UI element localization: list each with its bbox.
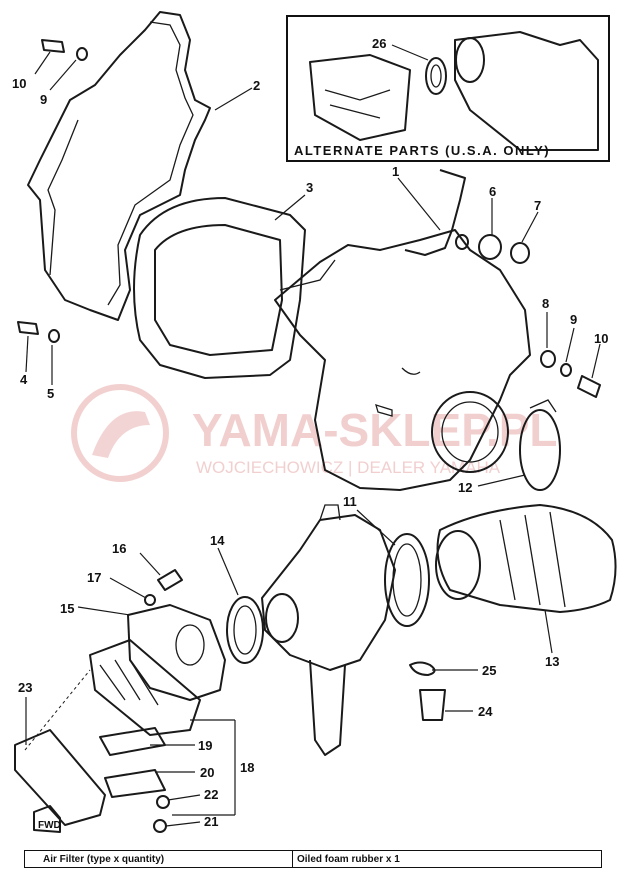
callout-22: 22 (204, 787, 218, 802)
callout-20: 20 (200, 765, 214, 780)
callout-13: 13 (545, 654, 559, 669)
alternate-parts-inset: ALTERNATE PARTS (U.S.A. ONLY) 26 (286, 15, 610, 162)
intake-boot (435, 504, 617, 613)
watermark-tagline: WOJCIECHOWICZ | DEALER YAMAHA (196, 458, 501, 477)
carburetor (261, 504, 396, 756)
callout-5: 5 (47, 386, 54, 401)
air-filter-element (133, 197, 306, 379)
callout-7: 7 (534, 198, 541, 213)
callout-10-left: 10 (12, 76, 26, 91)
callout-4: 4 (20, 372, 28, 387)
callout-25: 25 (482, 663, 496, 678)
callout-23: 23 (18, 680, 32, 695)
spec-value: Oiled foam rubber x 1 (297, 853, 400, 865)
callout-11: 11 (343, 494, 357, 509)
hose-clamp-upper (519, 399, 561, 491)
callout-9-left: 9 (40, 92, 47, 107)
callout-17: 17 (87, 570, 101, 585)
intake-manifold (127, 604, 226, 701)
callout-14: 14 (210, 533, 225, 548)
fwd-label: FWD (38, 820, 61, 831)
callout-19: 19 (198, 738, 212, 753)
inset-reed-part (309, 54, 411, 141)
callout-2: 2 (253, 78, 260, 93)
callout-6: 6 (489, 184, 496, 199)
callout-16: 16 (112, 541, 126, 556)
callout-9-right: 9 (570, 312, 577, 327)
exploded-parts-diagram: YAMA-SKLEP.PL WOJCIECHOWICZ | DEALER YAM… (12, 11, 617, 833)
air-box (274, 169, 531, 491)
hose-clamp-14 (226, 596, 264, 664)
air-box-cover (27, 11, 211, 321)
watermark-logo (71, 384, 169, 482)
inset-frame (286, 15, 610, 162)
left-hardware (17, 39, 88, 343)
leader-lines (25, 51, 601, 827)
watermark-brand: YAMA-SKLEP.PL (192, 404, 558, 456)
callout-1: 1 (392, 164, 399, 179)
callout-26: 26 (372, 36, 386, 51)
callout-18: 18 (240, 760, 254, 775)
spec-table: Air Filter (type x quantity) Oiled foam … (24, 850, 602, 868)
inset-carb-body (454, 31, 599, 151)
hose-clamp-lower (384, 533, 430, 627)
reed-valve (89, 639, 201, 833)
manifold-screw (144, 569, 183, 606)
inset-seal-ring (425, 57, 447, 95)
callout-21: 21 (204, 814, 218, 829)
fwd-arrow: FWD (33, 805, 61, 833)
callout-10-right: 10 (594, 331, 608, 346)
callout-3: 3 (306, 180, 313, 195)
float-and-clip (409, 661, 446, 721)
callout-24: 24 (478, 704, 493, 719)
spec-label: Air Filter (type x quantity) (25, 851, 293, 867)
right-hardware (540, 350, 601, 398)
callout-15: 15 (60, 601, 74, 616)
callout-12: 12 (458, 480, 472, 495)
watermark: YAMA-SKLEP.PL WOJCIECHOWICZ | DEALER YAM… (71, 384, 558, 482)
inset-title: ALTERNATE PARTS (U.S.A. ONLY) (294, 143, 550, 158)
callout-8: 8 (542, 296, 549, 311)
callouts: 2 3 1 6 7 8 9 10 10 9 4 5 12 11 13 14 15… (12, 76, 608, 829)
watermark-logo-mark (92, 411, 150, 458)
reed-gasket (14, 669, 106, 826)
grommet-and-collar (455, 234, 530, 264)
